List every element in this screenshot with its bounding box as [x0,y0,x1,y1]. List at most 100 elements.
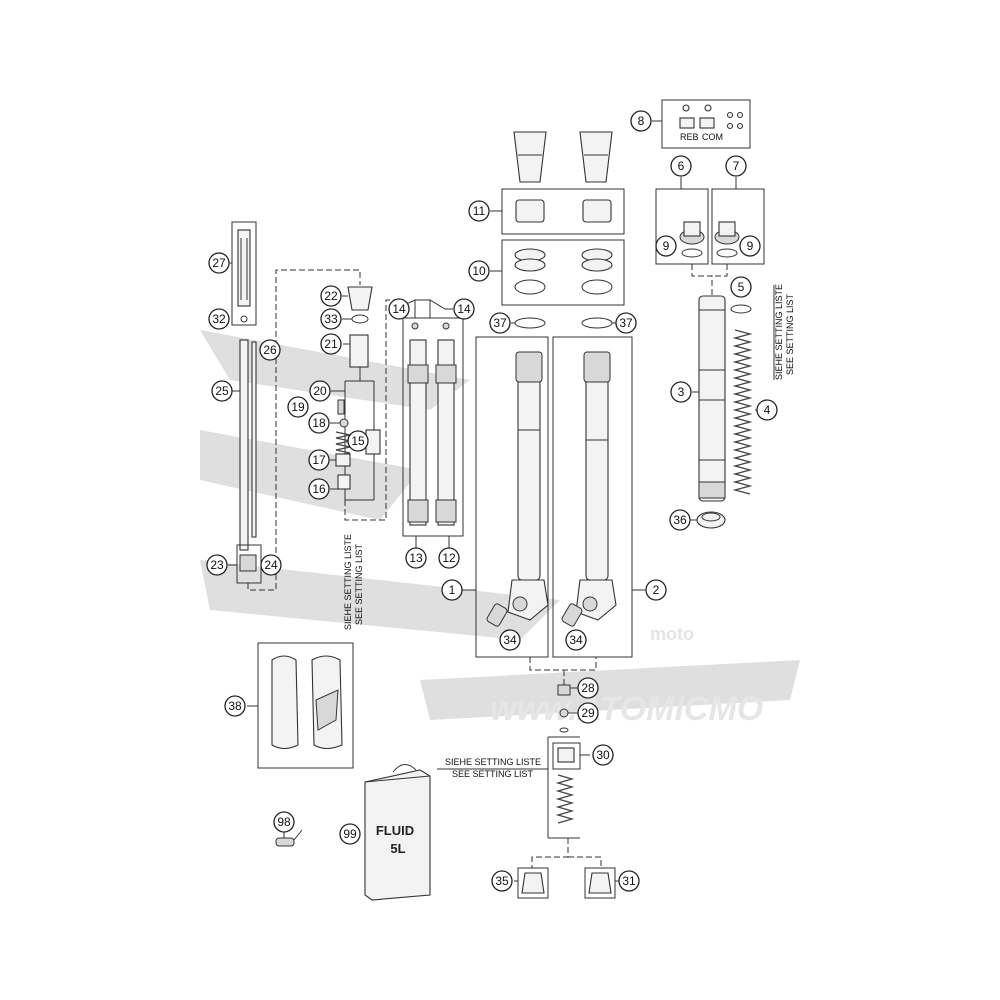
setting-note-bottom-de: SIEHE SETTING LISTE [445,757,541,767]
callout-label: 34 [569,633,583,647]
callout-label: 35 [495,874,509,888]
callout-label: 17 [312,453,326,467]
callout-label: 30 [596,748,610,762]
callout-12: 12 [438,547,460,569]
setting-note-valve-de: SIEHE SETTING LISTE [343,534,353,630]
callout-label: 14 [457,302,471,316]
callout-label: 11 [473,204,486,218]
setting-note-spring-en: SEE SETTING LIST [785,293,795,375]
callout-30: 30 [592,744,614,766]
callout-label: 27 [212,256,226,270]
watermark-brand: moto [650,624,694,644]
callout-28: 28 [577,677,599,699]
setting-note-valve-en: SEE SETTING LIST [354,543,364,625]
inner-tubes [460,336,645,690]
callout-label: 37 [619,316,633,330]
callout-label: 7 [733,159,740,173]
callout-27: 27 [208,252,230,274]
callout-1: 1 [441,579,463,601]
valve-stack: SIEHE SETTING LISTE SEE SETTING LIST [330,286,404,630]
callout-label: 37 [493,316,507,330]
callout-label: 33 [324,312,338,326]
callout-36: 36 [669,509,691,531]
callout-98: 98 [273,811,295,833]
callout-label: 32 [212,312,226,326]
piston-rod [228,269,361,591]
fork-boots [513,131,613,183]
outer-tube-assembly: SIEHE SETTING LISTE SEE SETTING LIST [691,284,795,529]
bottom-valve: SIEHE SETTING LISTE SEE SETTING LIST [437,684,619,899]
callout-label: 4 [764,403,771,417]
callout-label: 31 [622,874,636,888]
callout-label: 26 [263,343,277,357]
callout-8: 8 [630,110,652,132]
callout-4: 4 [756,399,778,421]
watermark-url: www.ATOMICMO [490,690,763,728]
callout-32: 32 [208,308,230,330]
callout-label: 14 [392,302,406,316]
callout-label: 2 [653,583,660,597]
damper-cartridges [389,299,464,548]
callout-24: 24 [260,554,282,576]
callout-5: 5 [730,276,752,298]
callout-label: 9 [747,239,754,253]
callout-31: 31 [618,870,640,892]
callout-37b: 37 [615,312,637,334]
callout-7: 7 [725,155,747,177]
callout-label: 16 [312,482,326,496]
callout-37a: 37 [489,312,511,334]
can-text-2: 5L [390,841,405,856]
callout-label: 23 [210,558,224,572]
callout-22: 22 [320,285,342,307]
callout-23: 23 [206,554,228,576]
callout-20: 20 [309,380,331,402]
callout-21: 21 [320,333,342,355]
callout-label: 10 [472,264,486,278]
callout-label: 15 [351,434,365,448]
callout-label: 24 [264,558,278,572]
callout-9b: 9 [739,235,761,257]
callout-label: 12 [442,551,456,565]
callout-10: 10 [468,260,490,282]
seal-kits [490,188,625,329]
setting-note-bottom-en: SEE SETTING LIST [452,769,534,779]
can-text-1: FLUID [376,823,414,838]
callout-label: 19 [291,400,305,414]
callout-34b: 34 [565,629,587,651]
callout-6: 6 [670,155,692,177]
callout-label: 99 [343,827,357,841]
callout-25: 25 [211,380,233,402]
callout-label: 9 [663,239,670,253]
callout-label: 21 [324,337,338,351]
callout-label: 6 [678,159,685,173]
kit-label-reb: REB [680,132,699,142]
callout-label: 29 [581,706,595,720]
callout-3: 3 [670,381,692,403]
callout-label: 8 [638,114,645,128]
callout-18: 18 [308,412,330,434]
callout-38: 38 [224,695,246,717]
callout-label: 22 [324,289,338,303]
callout-17: 17 [308,449,330,471]
adjuster-kit: REB COM [652,99,751,149]
callout-13: 13 [405,547,427,569]
callout-11: 11 [468,200,490,222]
kit-label-com: COM [702,132,723,142]
callout-99: 99 [339,823,361,845]
callout-35: 35 [491,870,513,892]
callout-label: 3 [678,385,685,399]
callout-19: 19 [287,396,309,418]
callout-label: 34 [503,633,517,647]
callout-26: 26 [259,339,281,361]
callout-label: 25 [215,384,229,398]
callout-34a: 34 [499,629,521,651]
fork-guards [247,642,354,769]
callout-label: 20 [313,384,327,398]
callout-29: 29 [577,702,599,724]
callout-label: 36 [673,513,687,527]
callout-label: 5 [738,280,745,294]
callout-16: 16 [308,478,330,500]
callout-33: 33 [320,308,342,330]
callout-14a: 14 [388,298,410,320]
